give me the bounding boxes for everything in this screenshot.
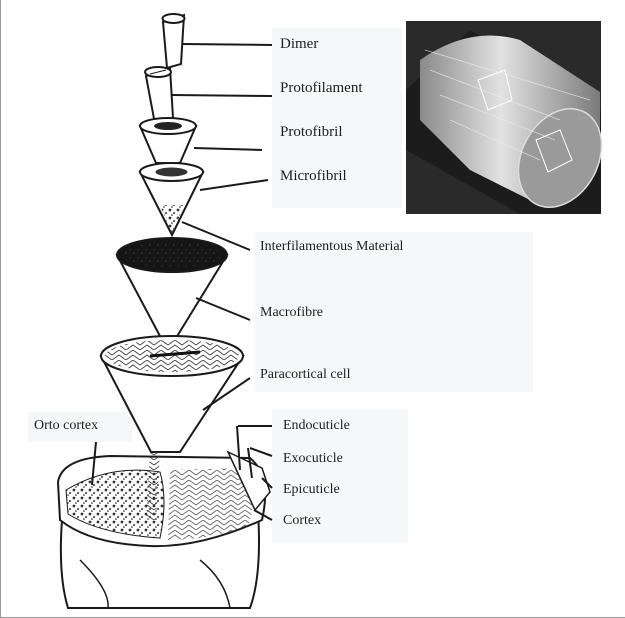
cortex-block (58, 426, 270, 608)
label-protofibril: Protofibril (280, 124, 343, 141)
label-cortex: Cortex (283, 513, 321, 529)
protofilament-shape (145, 67, 173, 124)
label-dimer: Dimer (280, 36, 318, 53)
microfibril-shape (140, 163, 203, 235)
label-microfibril: Microfibril (280, 168, 347, 185)
label-exocuticle: Exocuticle (283, 451, 343, 467)
paracortical-cell-shape (101, 336, 243, 452)
label-interfilamentous-material: Interfilamentous Material (260, 239, 403, 255)
label-paracortical-cell: Paracortical cell (260, 367, 351, 383)
dimer-shape (163, 14, 185, 68)
macrofibre-shape (117, 238, 227, 344)
label-macrofibre: Macrofibre (260, 305, 323, 321)
label-endocuticle: Endocuticle (283, 418, 350, 434)
label-protofilament: Protofilament (280, 80, 363, 97)
label-orto-cortex: Orto cortex (34, 418, 98, 434)
label-epicuticle: Epicuticle (283, 482, 340, 498)
fibre-micrograph-image (406, 21, 618, 222)
protofibril-shape (140, 118, 196, 163)
